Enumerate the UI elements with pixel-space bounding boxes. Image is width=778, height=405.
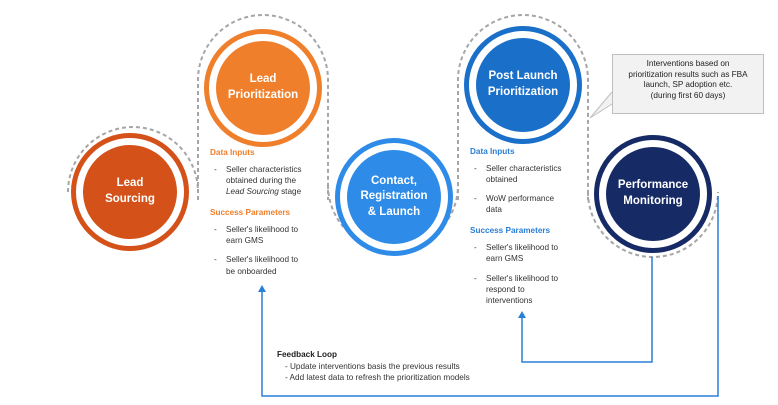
arrowhead-outer [258, 285, 266, 292]
feedback-loop: Feedback Loop - Update interventions bas… [277, 350, 470, 383]
post-launch-panel: Data Inputs Seller characteristics obtai… [470, 146, 580, 316]
data-inputs-list: Seller characteristics obtained during t… [210, 164, 325, 197]
callout-pointer [589, 91, 613, 119]
data-inputs-heading: Data Inputs [470, 147, 515, 156]
feedback-item: - Update interventions basis the previou… [285, 362, 460, 371]
success-parameters-heading: Success Parameters [470, 226, 551, 236]
arrowhead-inner [518, 311, 526, 318]
list-item: Seller's likelihood to earn GMS [210, 224, 306, 246]
feedback-connector-outer [261, 196, 719, 397]
stage-post-launch-prioritization: Post Launch Prioritization [464, 26, 582, 144]
stage-performance-monitoring: Performance Monitoring [594, 135, 712, 253]
list-item: Seller's likelihood to be onboarded [210, 254, 306, 276]
list-item: WoW performance data [470, 193, 566, 215]
stage-label: Lead Sourcing [105, 177, 155, 205]
lead-prioritization-panel: Data Inputs Seller characteristics obtai… [210, 147, 325, 287]
feedback-loop-title: Feedback Loop [277, 350, 338, 359]
success-parameters-list: Seller's likelihood to earn GMS Seller's… [470, 242, 580, 305]
dashed-arc-left [67, 126, 199, 193]
data-inputs-list: Seller characteristics obtained WoW perf… [470, 163, 580, 215]
feedback-connector-inner [521, 257, 653, 363]
interventions-callout: Interventions based on prioritization re… [612, 54, 764, 114]
stage-lead-sourcing: Lead Sourcing [71, 133, 189, 251]
list-item: Seller's likelihood to respond to interv… [470, 273, 570, 306]
stage-lead-prioritization: Lead Prioritization [204, 29, 322, 147]
stage-label: Lead Prioritization [227, 73, 299, 101]
stage-contact-registration-launch: Contact, Registration & Launch [335, 138, 453, 256]
dashed-arc-performance [587, 191, 719, 258]
list-item: Seller characteristics obtained [470, 163, 578, 185]
success-parameters-heading: Success Parameters [210, 208, 291, 218]
feedback-item: - Add latest data to refresh the priorit… [285, 373, 470, 383]
stage-label: Post Launch Prioritization [487, 70, 559, 98]
data-inputs-heading: Data Inputs [210, 148, 255, 157]
stage-label: Contact, Registration & Launch [360, 174, 428, 218]
stage-label: Performance Monitoring [617, 179, 689, 207]
success-parameters-list: Seller's likelihood to earn GMS Seller's… [210, 224, 325, 276]
list-item: Seller characteristics obtained during t… [210, 164, 325, 197]
list-item: Seller's likelihood to earn GMS [470, 242, 570, 264]
